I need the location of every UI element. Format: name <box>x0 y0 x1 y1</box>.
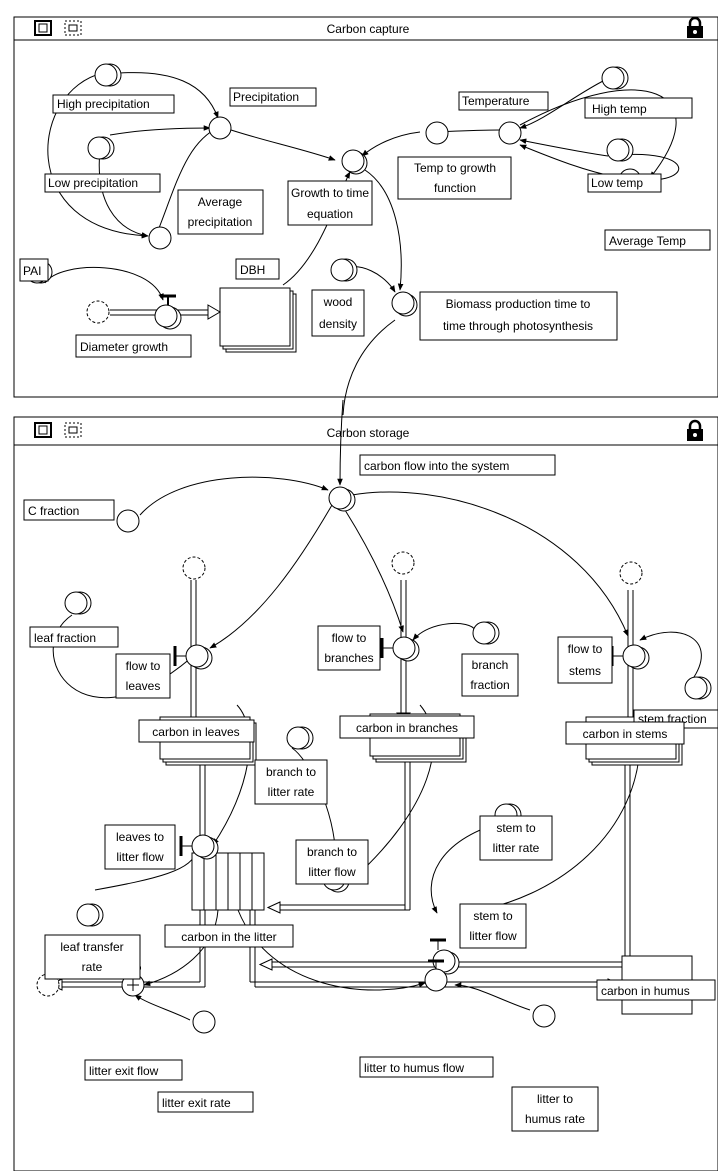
label-litter-to-humus-flow: litter to humus flow <box>364 1061 464 1075</box>
label-branch-fraction-1: branch <box>472 658 509 672</box>
dbh-stock[interactable] <box>219 287 297 353</box>
growth-to-time-converter[interactable] <box>341 149 365 173</box>
label-wood-density-2: density <box>319 317 357 331</box>
stem-fraction-converter[interactable] <box>684 676 708 700</box>
wood-density-converter[interactable] <box>330 258 354 282</box>
precipitation-converter[interactable] <box>208 116 232 140</box>
label-carbon-in-stems: carbon in stems <box>583 727 668 741</box>
litter-to-humus-valve[interactable] <box>424 959 448 992</box>
label-branch-fraction-2: fraction <box>470 678 509 692</box>
label-leaf-fraction: leaf fraction <box>34 631 96 645</box>
window-toggle-icon[interactable] <box>34 422 82 438</box>
pipes <box>60 580 634 988</box>
branch-fraction-converter[interactable] <box>472 621 496 645</box>
label-average-precipitation-2: precipitation <box>188 215 253 229</box>
label-carbon-in-humus: carbon in humus <box>601 984 690 998</box>
label-wood-density-1: wood <box>323 295 353 309</box>
label-low-precipitation: Low precipitation <box>48 176 138 190</box>
high-temp-converter[interactable] <box>601 66 625 90</box>
label-litter-to-humus-rate-1: litter to <box>537 1092 573 1106</box>
label-branch-to-litter-flow-2: litter flow <box>308 865 356 879</box>
label-branch-to-litter-flow-1: branch to <box>307 845 357 859</box>
label-litter-exit-rate: litter exit rate <box>162 1096 231 1110</box>
label-growth-to-time-1: Growth to time <box>291 186 369 200</box>
label-biomass-production-1: Biomass production time to <box>446 297 591 311</box>
flow-to-branches-valve[interactable] <box>380 636 420 662</box>
label-biomass-production-2: time through photosynthesis <box>443 319 593 333</box>
label-flow-to-leaves-2: leaves <box>126 679 161 693</box>
label-flow-to-stems-1: flow to <box>568 642 603 656</box>
leaf-fraction-converter[interactable] <box>64 591 88 615</box>
window-toggle-icon[interactable] <box>34 20 82 36</box>
label-stem-to-litter-rate-2: litter rate <box>493 841 540 855</box>
label-litter-exit-flow: litter exit flow <box>89 1064 159 1078</box>
label-stem-to-litter-flow-1: stem to <box>473 909 513 923</box>
low-temp-converter[interactable] <box>606 138 630 162</box>
carbon-flow-in-converter[interactable] <box>328 486 352 510</box>
panel-title: Carbon capture <box>327 22 410 36</box>
high-precipitation-ghost <box>94 63 118 87</box>
label-leaves-to-litter-1: leaves to <box>116 830 164 844</box>
cloud-source-icon <box>86 300 110 324</box>
litter-exit-rate-converter[interactable] <box>192 1010 216 1034</box>
label-diameter-growth: Diameter growth <box>80 340 168 354</box>
label-average-temp: Average Temp <box>609 234 686 248</box>
label-branch-to-litter-rate-1: branch to <box>266 765 316 779</box>
label-growth-to-time-2: equation <box>307 207 353 221</box>
leaf-transfer-rate-converter[interactable] <box>76 903 100 927</box>
label-flow-to-stems-2: stems <box>569 664 601 678</box>
label-carbon-in-branches: carbon in branches <box>356 721 458 735</box>
label-high-precipitation: High precipitation <box>57 97 150 111</box>
average-precipitation-converter[interactable] <box>148 226 172 250</box>
c-fraction-converter[interactable] <box>116 509 140 533</box>
branch-litter-rate-converter[interactable] <box>286 726 310 750</box>
temperature-converter[interactable] <box>498 121 522 145</box>
label-pai: PAI <box>23 264 41 278</box>
label-branch-to-litter-rate-2: litter rate <box>268 785 315 799</box>
label-average-precipitation-1: Average <box>198 195 243 209</box>
connector-biomass-to-carbon-flow <box>337 399 344 486</box>
label-litter-to-humus-rate-2: humus rate <box>525 1112 585 1126</box>
litter-to-humus-rate-converter[interactable] <box>532 1004 556 1028</box>
label-c-fraction: C fraction <box>28 504 79 518</box>
lock-icon[interactable] <box>687 16 703 38</box>
label-carbon-in-litter: carbon in the litter <box>181 930 276 944</box>
label-high-temp: High temp <box>592 102 647 116</box>
label-dbh: DBH <box>240 263 265 277</box>
label-flow-to-leaves-1: flow to <box>126 659 161 673</box>
label-stem-to-litter-rate-1: stem to <box>496 821 536 835</box>
label-stem-to-litter-flow-2: litter flow <box>469 929 517 943</box>
lock-icon[interactable] <box>687 419 703 441</box>
label-flow-to-branches-1: flow to <box>332 631 367 645</box>
label-leaf-transfer-rate-2: rate <box>82 960 103 974</box>
label-carbon-flow-in: carbon flow into the system <box>364 459 509 473</box>
label-flow-to-branches-2: branches <box>324 651 373 665</box>
temp-to-growth-converter[interactable] <box>425 121 449 145</box>
label-low-temp: Low temp <box>591 176 643 190</box>
label-temperature: Temperature <box>462 94 530 108</box>
biomass-production-converter[interactable] <box>391 291 415 315</box>
carbon-in-litter-stock[interactable] <box>191 852 265 911</box>
label-precipitation: Precipitation <box>233 90 299 104</box>
leaves-to-litter-valve[interactable] <box>179 834 219 860</box>
label-temp-to-growth-1: Temp to growth <box>414 161 496 175</box>
storage-labels: carbon flow into the system C fraction l… <box>23 454 718 1132</box>
label-temp-to-growth-2: function <box>434 181 476 195</box>
flow-to-leaves-valve[interactable] <box>173 644 213 670</box>
label-leaves-to-litter-2: litter flow <box>116 850 164 864</box>
carbon-storage-panel: Carbon storage <box>13 399 718 1171</box>
label-carbon-in-leaves: carbon in leaves <box>152 725 239 739</box>
capture-labels: High precipitation Precipitation Low pre… <box>19 87 711 358</box>
carbon-capture-panel: Carbon capture <box>13 16 718 416</box>
label-leaf-transfer-rate-1: leaf transfer <box>60 940 123 954</box>
cloud-source-icon <box>182 551 643 585</box>
low-precipitation-ghost <box>87 136 111 160</box>
diameter-growth-flow[interactable] <box>86 294 221 330</box>
panel-title: Carbon storage <box>327 426 410 440</box>
